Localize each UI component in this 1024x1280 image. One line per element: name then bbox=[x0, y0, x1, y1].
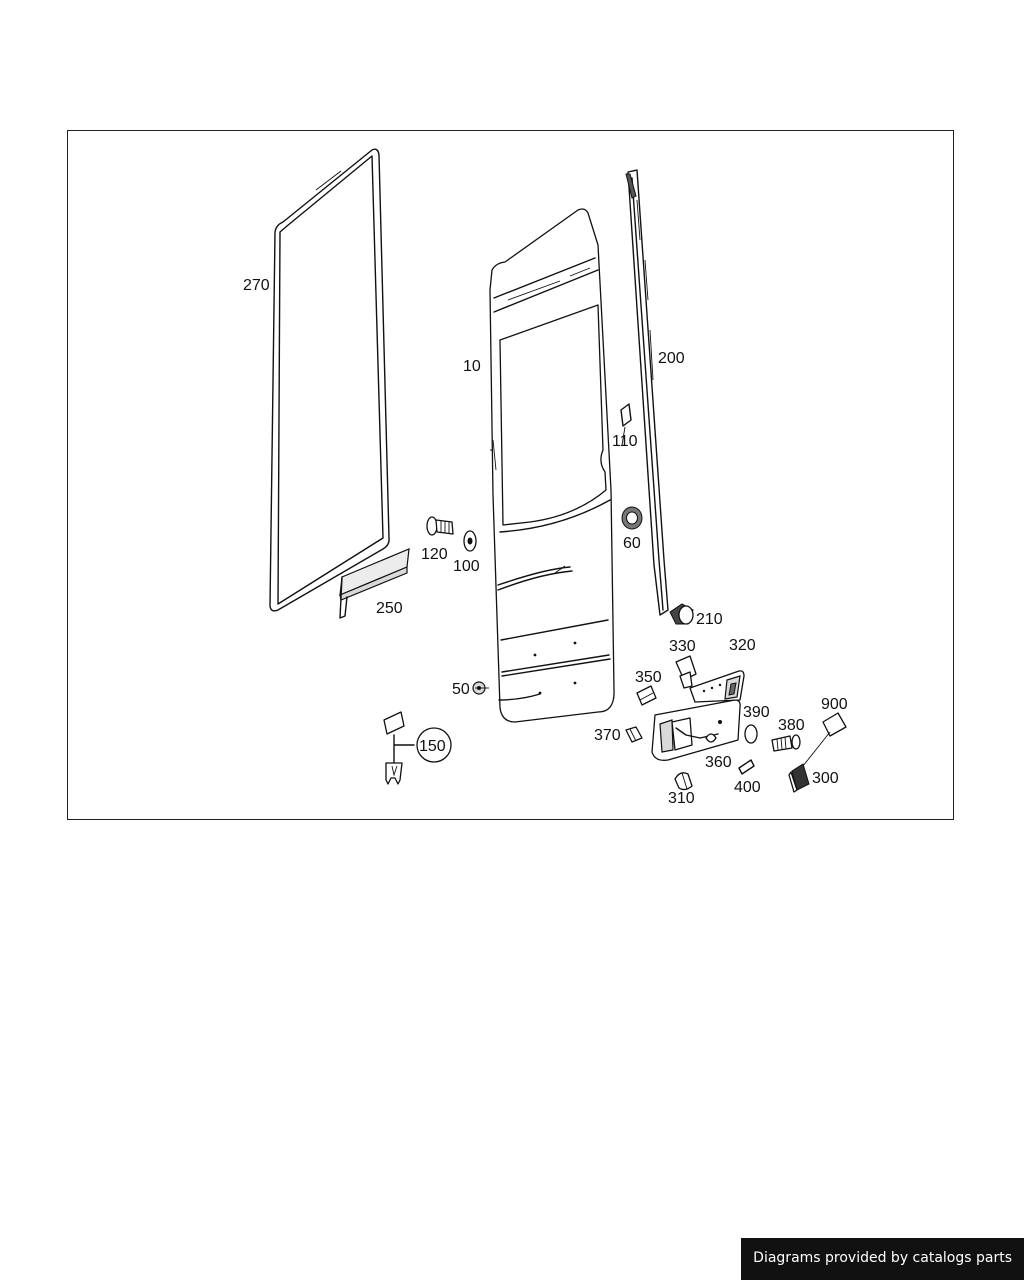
label-390: 390 bbox=[743, 704, 770, 721]
part-270-window-seal bbox=[269, 148, 390, 612]
label-330: 330 bbox=[669, 638, 696, 655]
label-370: 370 bbox=[594, 727, 621, 744]
label-900: 900 bbox=[821, 696, 848, 713]
leader-lines bbox=[475, 426, 626, 689]
part-110-label bbox=[620, 403, 632, 427]
label-10: 10 bbox=[463, 358, 481, 375]
label-400: 400 bbox=[734, 779, 761, 796]
label-150: 150 bbox=[419, 738, 446, 755]
label-110: 110 bbox=[612, 433, 638, 450]
part-210-bumper bbox=[669, 603, 694, 625]
label-100: 100 bbox=[453, 558, 480, 575]
label-270: 270 bbox=[243, 277, 270, 294]
part-310-bulb bbox=[674, 772, 693, 791]
part-900-connector bbox=[802, 712, 847, 767]
part-10-rear-door bbox=[489, 208, 615, 723]
part-150-kit bbox=[383, 711, 452, 785]
part-400-label bbox=[738, 759, 755, 775]
part-330-clip bbox=[675, 655, 697, 689]
part-380-screw bbox=[771, 734, 801, 752]
label-250: 250 bbox=[376, 600, 403, 617]
label-210: 210 bbox=[696, 611, 723, 628]
parts-diagram: 270 10 200 110 60 120 100 250 210 330 32… bbox=[243, 148, 848, 807]
part-300-lamp bbox=[788, 763, 810, 793]
part-390-washer bbox=[744, 724, 758, 744]
part-120-bolt bbox=[426, 516, 454, 536]
part-250-strip bbox=[339, 548, 410, 619]
label-310: 310 bbox=[668, 790, 695, 807]
part-60-grommet bbox=[621, 506, 643, 530]
part-320-trim-panel bbox=[689, 670, 745, 703]
label-60: 60 bbox=[623, 535, 641, 552]
credit-badge: Diagrams provided by catalogs parts bbox=[741, 1238, 1024, 1280]
part-350-insert bbox=[636, 685, 657, 706]
label-350: 350 bbox=[635, 669, 662, 686]
diagram-frame bbox=[67, 130, 954, 820]
label-200: 200 bbox=[658, 350, 685, 367]
label-120: 120 bbox=[421, 546, 448, 563]
label-360: 360 bbox=[705, 754, 732, 771]
part-200-weatherstrip bbox=[625, 169, 669, 616]
part-360-handle-assembly bbox=[651, 699, 741, 761]
label-320: 320 bbox=[729, 637, 756, 654]
label-50: 50 bbox=[452, 681, 470, 698]
part-370-grommet bbox=[625, 726, 643, 743]
label-300: 300 bbox=[812, 770, 839, 787]
label-380: 380 bbox=[778, 717, 805, 734]
part-100-bushing bbox=[463, 530, 477, 552]
